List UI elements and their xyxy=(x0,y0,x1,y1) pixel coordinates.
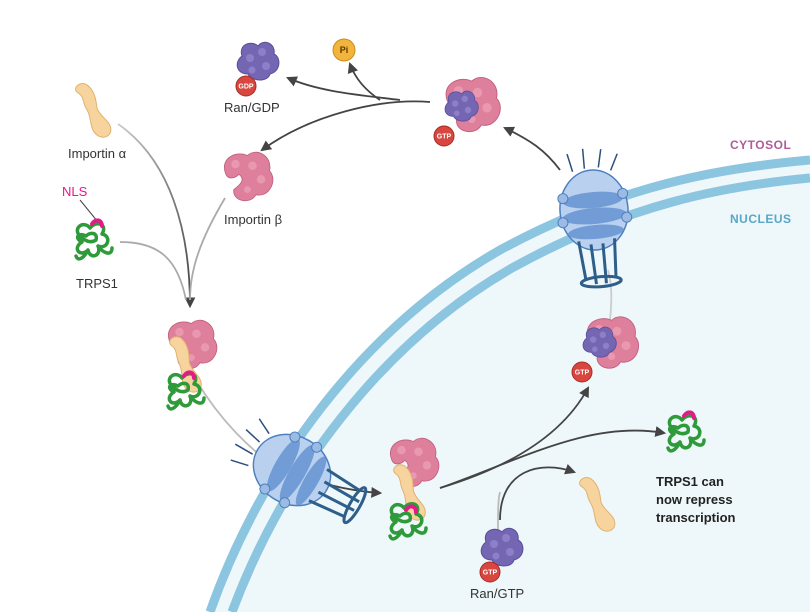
arrow-trps1-to-complex xyxy=(119,241,187,301)
trps1-protein xyxy=(74,218,114,261)
ran-gdp-cytosol: GDP xyxy=(235,41,280,97)
arrow-alpha-to-complex xyxy=(117,123,196,309)
import-complex-nucleus xyxy=(388,437,440,541)
import-complex-cytosol xyxy=(166,319,218,411)
svg-text:Pi: Pi xyxy=(340,45,349,55)
importin-beta-protein xyxy=(223,151,274,202)
gtp-badge xyxy=(571,361,593,383)
arrow-ran-gtp-up xyxy=(497,491,501,533)
arrow-nucleus-to-export-pore xyxy=(607,269,613,321)
beta-ran-gtp-cytosol: GTP xyxy=(433,76,501,147)
ran-gtp-label: Ran/GTP xyxy=(470,586,524,601)
outcome-line-1: TRPS1 can xyxy=(656,474,724,489)
arrow-export-to-cytosol xyxy=(503,126,561,171)
arrows xyxy=(117,61,667,533)
cytosol-label: CYTOSOL xyxy=(730,138,791,152)
importin-beta-label: Importin β xyxy=(224,212,282,227)
svg-text:GTP: GTP xyxy=(575,370,590,377)
trps1-label: TRPS1 xyxy=(76,276,118,291)
nls-label: NLS xyxy=(62,184,88,199)
arrow-beta-to-complex xyxy=(189,197,226,301)
ran-gdp-label: Ran/GDP xyxy=(224,100,280,115)
nls-segment xyxy=(90,218,104,228)
ran-gtp-nucleus: GTP xyxy=(479,527,524,583)
trps1-free-nucleus xyxy=(666,410,706,453)
gtp-badge xyxy=(433,125,455,147)
pi-badge: Pi xyxy=(332,38,356,62)
svg-text:GDP: GDP xyxy=(238,84,254,91)
beta-ran-gtp-nucleus: GTP xyxy=(571,316,640,383)
arrow-to-pi xyxy=(347,61,381,101)
svg-text:GTP: GTP xyxy=(483,570,498,577)
nls-pointer xyxy=(79,199,99,223)
outcome-line-2: now repress xyxy=(656,492,733,507)
importin-alpha-protein xyxy=(73,78,114,142)
arrow-to-ran-gdp xyxy=(286,76,401,101)
svg-text:GTP: GTP xyxy=(437,134,452,141)
nucleus-label: NUCLEUS xyxy=(730,212,792,226)
arrow-to-importin-beta xyxy=(260,100,431,152)
arrow-to-alpha-free xyxy=(499,464,577,521)
gdp-badge xyxy=(235,75,257,97)
gtp-badge xyxy=(479,561,501,583)
outcome-line-3: transcription xyxy=(656,510,736,525)
arrow-to-trps1-free xyxy=(439,426,667,489)
importin-alpha-label: Importin α xyxy=(68,146,127,161)
